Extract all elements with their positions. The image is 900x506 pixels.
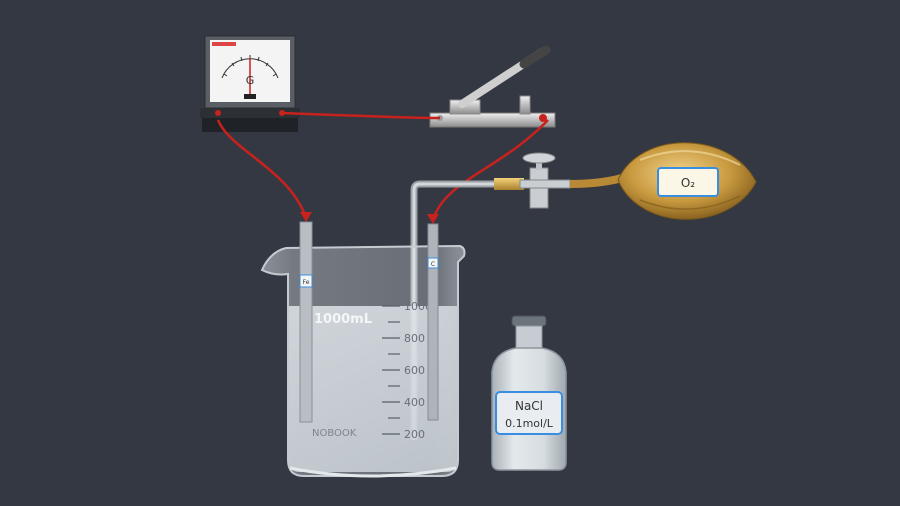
oxygen-bulb[interactable]: O₂ [617, 142, 757, 220]
galvanometer-symbol: G [246, 74, 255, 87]
beaker[interactable]: 1000 800 600 400 200 1000mL NOBOOK [260, 244, 466, 478]
bottle-label [495, 391, 563, 435]
iron-electrode[interactable]: Fe [299, 221, 313, 423]
bulb-neck [569, 174, 624, 188]
beaker-scale-labels: 1000 800 600 400 200 [404, 300, 432, 441]
iron-electrode-tag: Fe [303, 279, 310, 286]
beaker-capacity-label: 1000mL [314, 312, 372, 327]
scale-label-600: 600 [404, 364, 425, 377]
wire-arrow-right [427, 214, 439, 224]
bottle-chemical-label: NaCl [515, 399, 543, 413]
brass-connector [494, 178, 524, 190]
wire-arrow-left [300, 212, 312, 222]
knife-switch[interactable] [429, 45, 556, 128]
stopcock-knob[interactable] [522, 152, 556, 164]
circuit-wires [216, 111, 549, 221]
carbon-electrode[interactable]: C [427, 223, 439, 421]
nacl-bottle[interactable]: NaCl 0.1mol/L [491, 315, 567, 471]
gas-delivery-tube [410, 180, 500, 440]
bulb-label [657, 167, 719, 197]
switch-terminal[interactable] [539, 114, 547, 122]
bottle-stopper[interactable] [511, 315, 547, 327]
meter-brand-mark [212, 42, 236, 46]
carbon-electrode-tag: C [431, 261, 435, 268]
scale-label-1000: 1000 [404, 300, 432, 313]
meter-pivot [244, 94, 256, 99]
bulb-gas-label: O₂ [681, 176, 695, 190]
galvanometer[interactable]: G [200, 35, 300, 132]
scale-label-800: 800 [404, 332, 425, 345]
meter-terminal-left[interactable] [215, 110, 221, 116]
scale-label-200: 200 [404, 428, 425, 441]
switch-handle[interactable] [519, 45, 551, 69]
meter-scale-ticks [223, 55, 277, 77]
bottle-concentration-label: 0.1mol/L [505, 417, 554, 430]
stopcock[interactable] [519, 152, 571, 209]
beaker-brand-label: NOBOOK [312, 428, 357, 439]
beaker-scale [382, 305, 400, 435]
scale-label-400: 400 [404, 396, 425, 409]
